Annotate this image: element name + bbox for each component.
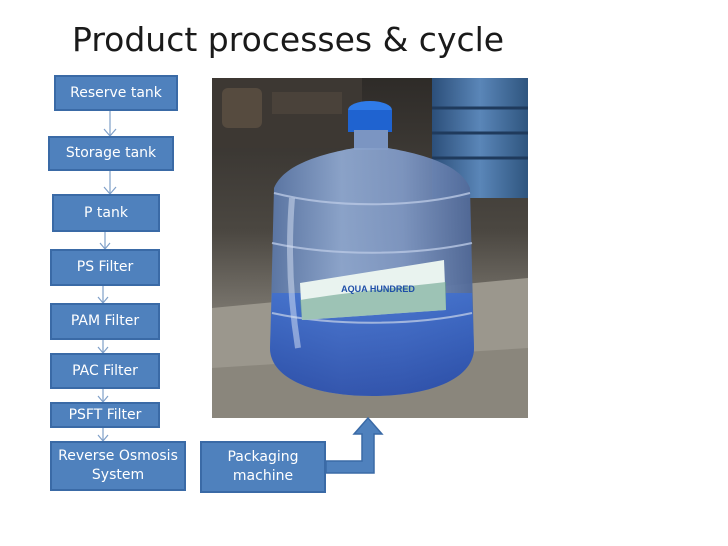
step-label: Reverse Osmosis System	[58, 448, 178, 483]
step-label: PSFT Filter	[68, 406, 142, 423]
step-label: Storage tank	[65, 145, 157, 162]
step-label: PAC Filter	[72, 362, 138, 379]
step-p-tank: P tank	[52, 194, 160, 232]
step-pam-filter: PAM Filter	[50, 303, 160, 340]
step-label: P tank	[84, 204, 128, 221]
step-reverse-osmosis: Reverse Osmosis System	[50, 441, 186, 491]
step-label: PS Filter	[76, 259, 134, 276]
step-ps-filter: PS Filter	[50, 249, 160, 286]
step-label: Reserve tank	[70, 84, 162, 101]
step-reserve-tank: Reserve tank	[54, 75, 178, 111]
step-storage-tank: Storage tank	[48, 136, 174, 171]
bottle-label-text: AQUA HUNDRED	[341, 284, 415, 294]
packaging-label: Packaging machine	[227, 449, 299, 484]
slide-title: Product processes & cycle	[72, 20, 505, 59]
step-pac-filter: PAC Filter	[50, 353, 160, 389]
step-label: PAM Filter	[70, 313, 140, 330]
water-bottle-photo: AQUA HUNDRED	[212, 78, 528, 418]
step-psft-filter: PSFT Filter	[50, 402, 160, 428]
packaging-machine-box: Packaging machine	[200, 441, 326, 493]
